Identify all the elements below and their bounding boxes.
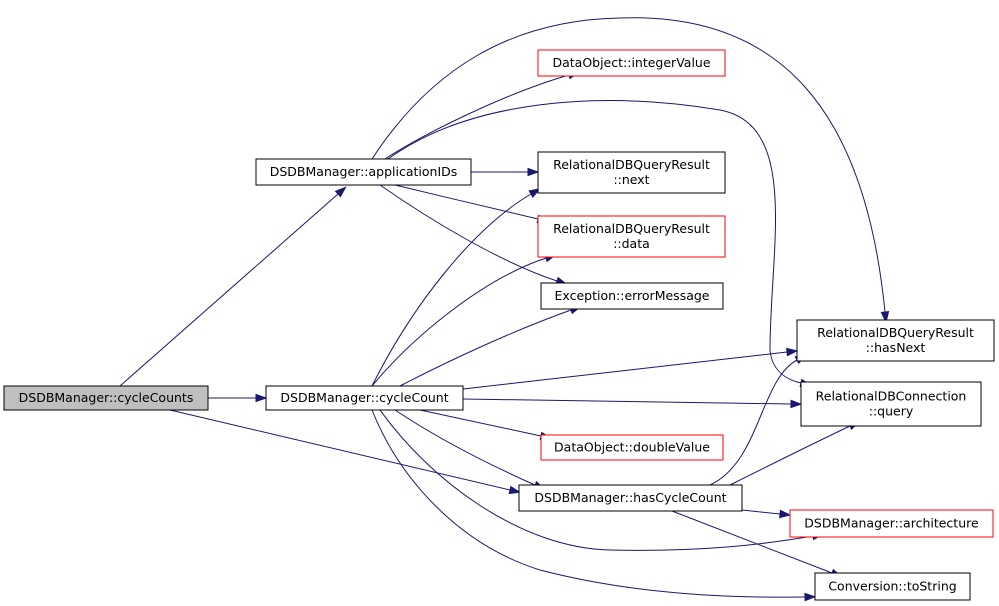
edge-line [709, 359, 798, 486]
node-box [800, 381, 982, 427]
node-applicationIDs[interactable]: DSDBManager::applicationIDs [255, 158, 472, 186]
node-box [789, 509, 994, 538]
node-box [265, 385, 464, 411]
node-label: Conversion::toString [828, 579, 956, 594]
edge-arrowhead [790, 399, 803, 409]
node-label: RelationalDBQueryResult [817, 325, 974, 340]
edge-cycleCount-to-hasCycleCount [394, 409, 546, 490]
edge-arrowhead [528, 188, 541, 198]
edge-applicationIDs-to-hasNext [371, 17, 890, 324]
node-box [255, 158, 472, 186]
edge-line [119, 193, 339, 387]
edge-cycleCount-to-queryData [371, 254, 557, 387]
node-queryNext[interactable]: RelationalDBQueryResult::next [537, 151, 726, 194]
node-box [814, 572, 971, 601]
node-label: DataObject::integerValue [552, 55, 710, 70]
edge-applicationIDs-to-integerValue [384, 70, 581, 160]
edge-line [462, 351, 788, 390]
edge-cycleCounts-to-cycleCount [208, 393, 268, 403]
edge-line [729, 425, 851, 486]
node-hasCycleCount[interactable]: DSDBManager::hasCycleCount [518, 484, 743, 512]
edge-arrowhead [804, 592, 817, 602]
edges-layer [119, 17, 890, 602]
node-connQuery[interactable]: RelationalDBConnection::query [800, 381, 982, 427]
node-label: DSDBManager::hasCycleCount [534, 490, 726, 505]
node-label: Exception::errorMessage [555, 288, 710, 303]
edge-line [741, 509, 781, 515]
node-box [537, 215, 726, 258]
node-label: RelationalDBConnection [816, 389, 967, 404]
edge-line [371, 17, 886, 313]
node-label: DSDBManager::applicationIDs [270, 164, 458, 179]
edge-line [371, 409, 806, 598]
node-box [537, 151, 726, 194]
node-hasNext[interactable]: RelationalDBQueryResult::hasNext [796, 319, 995, 362]
edge-applicationIDs-to-queryNext [471, 167, 540, 177]
node-label: DSDBManager::cycleCount [280, 390, 448, 405]
node-box [537, 49, 726, 77]
node-label: ::query [869, 404, 914, 419]
node-cycleCounts: DSDBManager::cycleCounts [3, 385, 209, 411]
edge-line [394, 184, 539, 220]
node-errorMessage[interactable]: Exception::errorMessage [540, 282, 724, 310]
edge-hasCycleCount-to-architecture [741, 509, 792, 519]
node-label: DSDBManager::cycleCounts [19, 390, 194, 405]
edge-cycleCount-to-hasNext [462, 347, 799, 390]
edge-line [394, 409, 536, 486]
edge-arrowhead [255, 393, 268, 403]
edge-line [399, 309, 572, 387]
node-label: ::next [613, 172, 649, 187]
edge-hasCycleCount-to-connQuery [729, 421, 861, 486]
node-box [540, 282, 724, 310]
edge-arrowhead [779, 509, 792, 519]
node-queryData[interactable]: RelationalDBQueryResult::data [537, 215, 726, 258]
edge-line [419, 409, 542, 437]
edge-cycleCounts-to-applicationIDs [119, 186, 347, 387]
edge-cycleCount-to-connQuery [462, 398, 803, 409]
edge-arrowhead [334, 186, 347, 198]
node-box [540, 434, 724, 461]
edge-line [371, 257, 547, 387]
edge-cycleCount-to-queryNext [371, 188, 541, 387]
nodes-layer: DSDBManager::cycleCounts DSDBManager::app… [3, 49, 995, 601]
node-architecture[interactable]: DSDBManager::architecture [789, 509, 994, 538]
node-box [518, 484, 743, 512]
edge-cycleCount-to-toString [371, 409, 817, 602]
node-box [3, 385, 209, 411]
node-integerValue[interactable]: DataObject::integerValue [537, 49, 726, 77]
node-label: ::data [613, 236, 650, 251]
edge-line [384, 74, 570, 160]
edge-line [671, 510, 833, 574]
edge-cycleCount-to-architecture [379, 409, 825, 551]
edge-arrowhead [527, 167, 540, 177]
node-label: ::hasNext [866, 340, 926, 355]
node-toString[interactable]: Conversion::toString [814, 572, 971, 601]
edge-arrowhead [786, 347, 799, 357]
edge-cycleCount-to-errorMessage [399, 306, 582, 387]
edge-line [462, 398, 792, 405]
node-label: RelationalDBQueryResult [553, 221, 710, 236]
edge-line [371, 193, 532, 387]
node-label: RelationalDBQueryResult [553, 157, 710, 172]
node-label: DataObject::doubleValue [554, 440, 710, 455]
node-cycleCount[interactable]: DSDBManager::cycleCount [265, 385, 464, 411]
edge-cycleCounts-to-hasCycleCount [169, 409, 522, 495]
node-label: DSDBManager::architecture [804, 516, 979, 531]
edge-applicationIDs-to-queryData [394, 184, 550, 224]
edge-line [169, 409, 511, 491]
edge-arrowhead [508, 485, 522, 495]
edge-cycleCount-to-doubleValue [419, 409, 553, 441]
node-doubleValue[interactable]: DataObject::doubleValue [540, 434, 724, 461]
edge-line [379, 184, 558, 282]
edge-arrowhead [880, 311, 890, 324]
node-box [796, 319, 995, 362]
edge-line [379, 409, 814, 551]
edge-hasCycleCount-to-hasNext [709, 354, 808, 486]
